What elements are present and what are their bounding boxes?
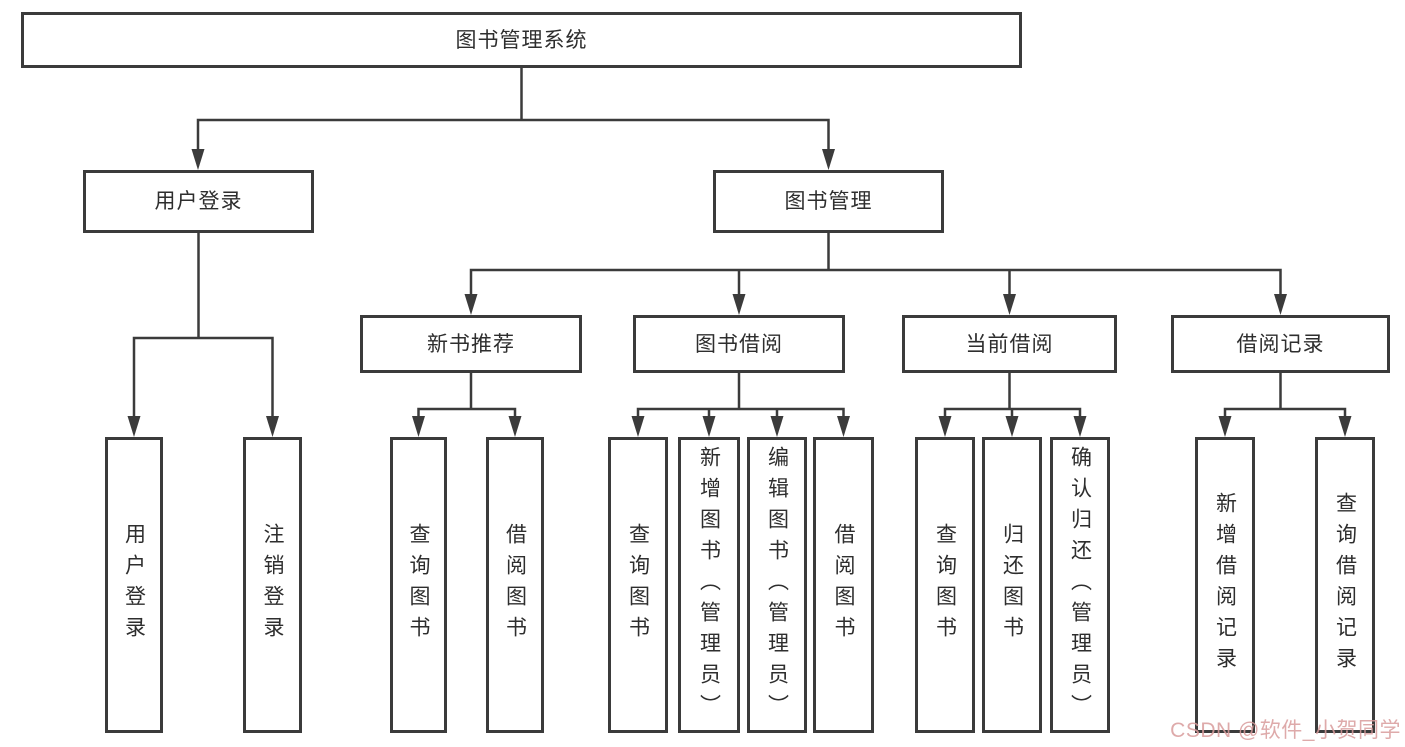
arrowhead [412,416,425,437]
leaf-return-books: 归还图书 [982,437,1042,733]
arrowhead [1003,294,1016,315]
node-borrow-records: 借阅记录 [1171,315,1390,373]
arrowhead [1274,294,1287,315]
arrowhead [1073,416,1087,437]
arrowhead [631,416,645,437]
arrowhead [938,416,952,437]
arrowhead [822,149,835,170]
arrowhead [508,416,522,437]
arrowhead [770,416,784,437]
arrowhead [127,416,141,437]
leaf-current-query-books: 查询图书 [915,437,975,733]
node-user-login: 用户登录 [83,170,314,233]
watermark: CSDN @软件_小贺同学 [1170,719,1401,742]
leaf-query-borrow-record: 查询借阅记录 [1315,437,1375,733]
arrowhead [702,416,716,437]
arrowhead [732,294,746,315]
leaf-add-borrow-record: 新增借阅记录 [1195,437,1255,733]
arrowhead [191,149,205,170]
leaf-confirm-return-admin: 确认归还（管理员） [1050,437,1110,733]
leaf-borrowing-query-books: 查询图书 [608,437,668,733]
leaf-recommend-borrow-books: 借阅图书 [486,437,544,733]
node-library-system: 图书管理系统 [21,12,1022,68]
leaf-recommend-query-books: 查询图书 [390,437,447,733]
node-book-management: 图书管理 [713,170,944,233]
leaf-borrowing-borrow-books: 借阅图书 [813,437,874,733]
leaf-user-login: 用户登录 [105,437,163,733]
arrowhead [266,416,279,437]
node-book-borrowing: 图书借阅 [633,315,845,373]
arrowhead [1338,416,1352,437]
arrowhead [837,416,850,437]
arrowhead [464,294,478,315]
arrowhead [1218,416,1232,437]
leaf-logout: 注销登录 [243,437,302,733]
node-new-book-recommend: 新书推荐 [360,315,582,373]
arrowhead [1005,416,1019,437]
leaf-add-books-admin: 新增图书（管理员） [678,437,740,733]
leaf-edit-books-admin: 编辑图书（管理员） [747,437,807,733]
node-current-borrowing: 当前借阅 [902,315,1117,373]
